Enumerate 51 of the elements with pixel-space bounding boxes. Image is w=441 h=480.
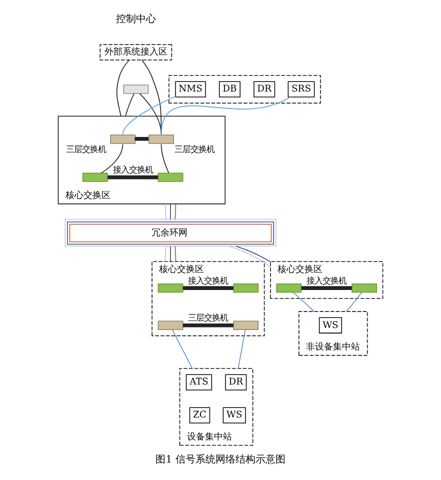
node-box [158, 172, 184, 182]
node-box: SRS [288, 81, 315, 98]
connector [236, 246, 271, 262]
connector [164, 203, 166, 220]
node-box [352, 283, 377, 293]
node-label: 三层交换机 [174, 144, 214, 154]
connector [174, 203, 176, 220]
edge-label: 接入交换机 [306, 275, 347, 286]
connector [139, 93, 162, 135]
label: 控制中心 [116, 14, 156, 25]
connector [125, 93, 135, 117]
node-box: ATS [186, 374, 212, 390]
connector [301, 286, 352, 290]
node-box [233, 320, 259, 330]
connector [170, 203, 171, 220]
connector [172, 329, 193, 369]
connector [122, 96, 176, 135]
node-box: WS [222, 407, 246, 424]
connector [238, 329, 246, 369]
connector [160, 144, 170, 174]
node-box: NMS [175, 81, 206, 98]
node-box [158, 283, 184, 293]
connector [182, 323, 234, 328]
connector [170, 246, 171, 262]
node-box: DR [254, 81, 276, 98]
node-box: DB [218, 81, 240, 98]
node-box: DR [225, 374, 247, 390]
edge-label: 接入交换机 [112, 164, 153, 175]
caption: 图1 信号系统网络结构示意图 [156, 454, 286, 466]
connector [160, 96, 291, 135]
node-box [233, 283, 259, 293]
connector [108, 175, 158, 180]
connector [346, 292, 362, 312]
node-box [276, 283, 302, 293]
edge-label: 三层交换机 [188, 312, 228, 323]
connector [100, 144, 124, 174]
node-box: WS [318, 317, 342, 334]
connector [174, 246, 176, 262]
connector [292, 292, 315, 312]
connector [182, 286, 234, 290]
connector [228, 246, 271, 268]
connector [116, 60, 130, 117]
node-label: 三层交换机 [66, 144, 106, 154]
node-box: 外部系统接入区 [100, 44, 172, 60]
connector [164, 246, 166, 262]
edge-label: 接入交换机 [188, 275, 228, 286]
connector [134, 136, 149, 141]
node-box: ZC [189, 407, 210, 424]
node-box [82, 172, 108, 182]
node-box [123, 84, 149, 94]
node-box [158, 320, 184, 330]
